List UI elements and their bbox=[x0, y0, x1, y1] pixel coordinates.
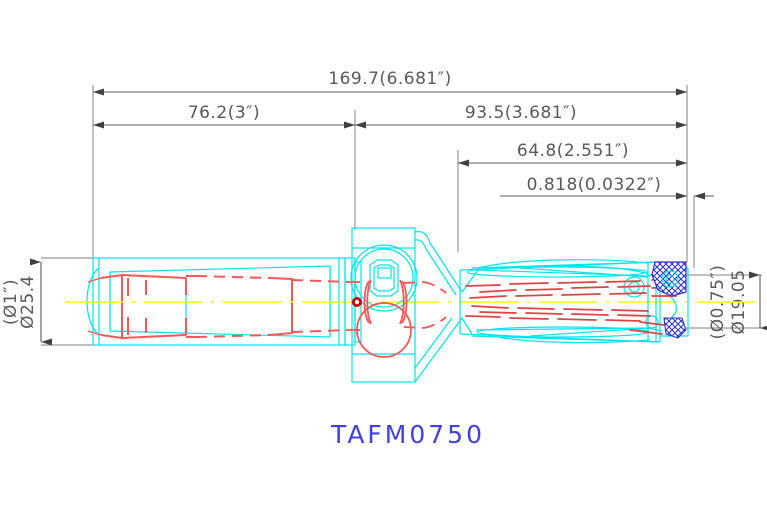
dim-text-overall-length: 169.7(6.681″) bbox=[328, 69, 451, 89]
carbide-insert-tip bbox=[651, 261, 687, 339]
dim-text-shank-length: 76.2(3″) bbox=[188, 103, 260, 123]
dim-text-shank-diameter-mm: Ø25.4 bbox=[18, 275, 38, 329]
dim-text-body-length: 93.5(3.681″) bbox=[465, 103, 577, 123]
dim-text-flute-length: 64.8(2.551″) bbox=[517, 141, 629, 161]
clamp-block-internal-lines bbox=[348, 279, 447, 358]
drill-body-internal-lines bbox=[465, 276, 677, 335]
shank-internal-hidden-lines bbox=[87, 273, 349, 340]
dim-text-shank-diameter-in: (Ø1″) bbox=[1, 279, 21, 325]
extension-lines bbox=[41, 85, 762, 346]
dim-text-tip-detail: 0.818(0.0322″) bbox=[527, 175, 662, 195]
dimension-lines bbox=[30, 88, 767, 346]
part-number-title: TAFM0750 bbox=[330, 420, 485, 449]
